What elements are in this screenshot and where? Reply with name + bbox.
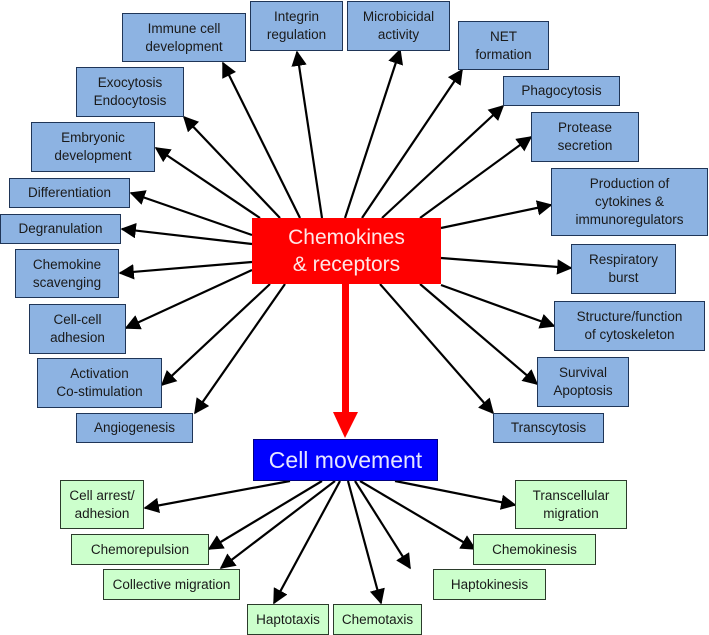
function-box-cell-cell-adhesion: Cell-cell adhesion xyxy=(29,304,126,354)
movement-box-haptokinesis: Haptokinesis xyxy=(433,569,546,600)
movement-label: Transcellular migration xyxy=(532,487,610,521)
movement-label: Chemorepulsion xyxy=(90,541,190,557)
arrow-to-haptotaxis xyxy=(273,480,341,605)
movement-box-collective-migration: Collective migration xyxy=(103,569,240,600)
function-label: Survival Apoptosis xyxy=(553,365,613,398)
arrow-to-production-of-cytokines xyxy=(440,200,553,230)
movement-box-haptotaxis: Haptotaxis xyxy=(247,604,329,635)
movement-box-transcellular-migration: Transcellular migration xyxy=(515,480,627,529)
function-label: Embryonic development xyxy=(54,130,132,163)
movement-box-chemorepulsion: Chemorepulsion xyxy=(71,534,209,565)
function-box-immune-cell-development: Immune cell development xyxy=(122,13,246,62)
arrow-to-angiogenesis xyxy=(194,283,286,415)
arrow-to-integrin-regulation xyxy=(291,50,324,219)
arrow-to-collective-migration xyxy=(219,480,336,569)
movement-box-chemokinesis: Chemokinesis xyxy=(473,534,596,565)
arrow-to-differentiation xyxy=(129,190,253,237)
arrow-to-survival-apoptosis xyxy=(419,283,539,386)
function-box-activation-co-stimulation: Activation Co-stimulation xyxy=(37,358,162,408)
function-label: Microbicidal activity xyxy=(362,9,435,42)
function-box-degranulation: Degranulation xyxy=(0,214,121,244)
cell-movement-box: Cell movement xyxy=(253,439,438,481)
function-label: Integrin regulation xyxy=(266,9,327,42)
function-box-survival-apoptosis: Survival Apoptosis xyxy=(537,357,629,407)
arrow-to-transcytosis xyxy=(379,283,495,415)
function-box-structure-function-cytoskeleton: Structure/function of cytoskeleton xyxy=(554,301,705,351)
function-box-exocytosis-endocytosis: Exocytosis Endocytosis xyxy=(76,67,184,117)
chemokines-receptors-box: Chemokines & receptors xyxy=(252,218,441,284)
arrow-to-phagocytosis xyxy=(381,104,505,219)
cell-movement-label: Cell movement xyxy=(268,447,423,473)
function-label: Phagocytosis xyxy=(521,83,602,98)
arrow-to-activation-co-stimulation xyxy=(160,283,271,387)
function-label: Degranulation xyxy=(18,221,103,236)
function-label: Exocytosis Endocytosis xyxy=(93,75,167,108)
movement-box-cell-arrest-adhesion: Cell arrest/ adhesion xyxy=(60,480,144,529)
arrow-to-embryonic-development xyxy=(154,147,261,219)
function-box-chemokine-scavenging: Chemokine scavenging xyxy=(15,249,119,298)
function-box-transcytosis: Transcytosis xyxy=(493,413,604,443)
arrow-to-haptokinesis xyxy=(354,480,411,570)
main-arrow-head-icon xyxy=(333,412,358,438)
arrow-to-protease-secretion xyxy=(419,136,533,219)
movement-label: Collective migration xyxy=(112,576,231,592)
function-label: Cell-cell adhesion xyxy=(50,312,105,345)
function-box-respiratory-burst: Respiratory burst xyxy=(571,244,676,294)
arrow-to-microbicidal-activity xyxy=(343,48,404,219)
function-label: NET formation xyxy=(475,28,532,62)
arrow-to-chemokinesis xyxy=(359,480,477,550)
function-label: Production of cytokines & immunoregulato… xyxy=(575,176,684,227)
function-box-embryonic-development: Embryonic development xyxy=(31,122,155,172)
arrow-to-degranulation xyxy=(120,222,253,246)
function-box-differentiation: Differentiation xyxy=(9,178,130,208)
function-box-microbicidal-activity: Microbicidal activity xyxy=(347,1,450,51)
function-box-production-of-cytokines: Production of cytokines & immunoregulato… xyxy=(551,168,708,236)
function-label: Chemokine scavenging xyxy=(32,256,102,290)
arrow-to-chemorepulsion xyxy=(207,480,323,550)
arrow-to-exocytosis-endocytosis xyxy=(182,115,281,219)
arrow-to-net-formation xyxy=(361,68,463,219)
movement-label: Cell arrest/ adhesion xyxy=(69,487,135,521)
function-box-protease-secretion: Protease secretion xyxy=(531,112,639,162)
function-label: Respiratory burst xyxy=(588,252,659,285)
movement-label: Chemokinesis xyxy=(492,541,577,557)
main-arrow-shaft xyxy=(342,284,349,412)
arrow-to-cell-arrest-adhesion xyxy=(143,479,291,514)
movement-box-chemotaxis: Chemotaxis xyxy=(333,604,422,635)
arrow-to-transcellular-migration xyxy=(394,479,517,510)
function-box-phagocytosis: Phagocytosis xyxy=(503,76,620,106)
function-label: Activation Co-stimulation xyxy=(56,366,143,399)
function-box-angiogenesis: Angiogenesis xyxy=(76,413,193,443)
movement-label: Haptokinesis xyxy=(450,576,529,592)
arrow-to-immune-cell-development xyxy=(222,61,301,219)
function-label: Immune cell development xyxy=(145,20,223,54)
movement-label: Haptotaxis xyxy=(256,611,320,627)
function-box-integrin-regulation: Integrin regulation xyxy=(250,1,343,51)
arrow-to-cell-cell-adhesion xyxy=(124,269,253,330)
arrow-to-chemotaxis xyxy=(346,480,385,605)
function-label: Angiogenesis xyxy=(93,420,176,435)
chemokines-receptors-label: Chemokines & receptors xyxy=(288,226,405,276)
function-box-net-formation: NET formation xyxy=(458,21,549,70)
arrow-to-respiratory-burst xyxy=(440,256,573,275)
function-label: Transcytosis xyxy=(510,420,587,435)
arrow-to-structure-function-cytoskeleton xyxy=(440,283,556,329)
function-label: Protease secretion xyxy=(557,120,613,153)
function-label: Structure/function of cytoskeleton xyxy=(576,309,683,342)
arrow-to-chemokine-scavenging xyxy=(118,260,253,280)
function-label: Differentiation xyxy=(27,185,112,200)
movement-label: Chemotaxis xyxy=(341,611,414,627)
